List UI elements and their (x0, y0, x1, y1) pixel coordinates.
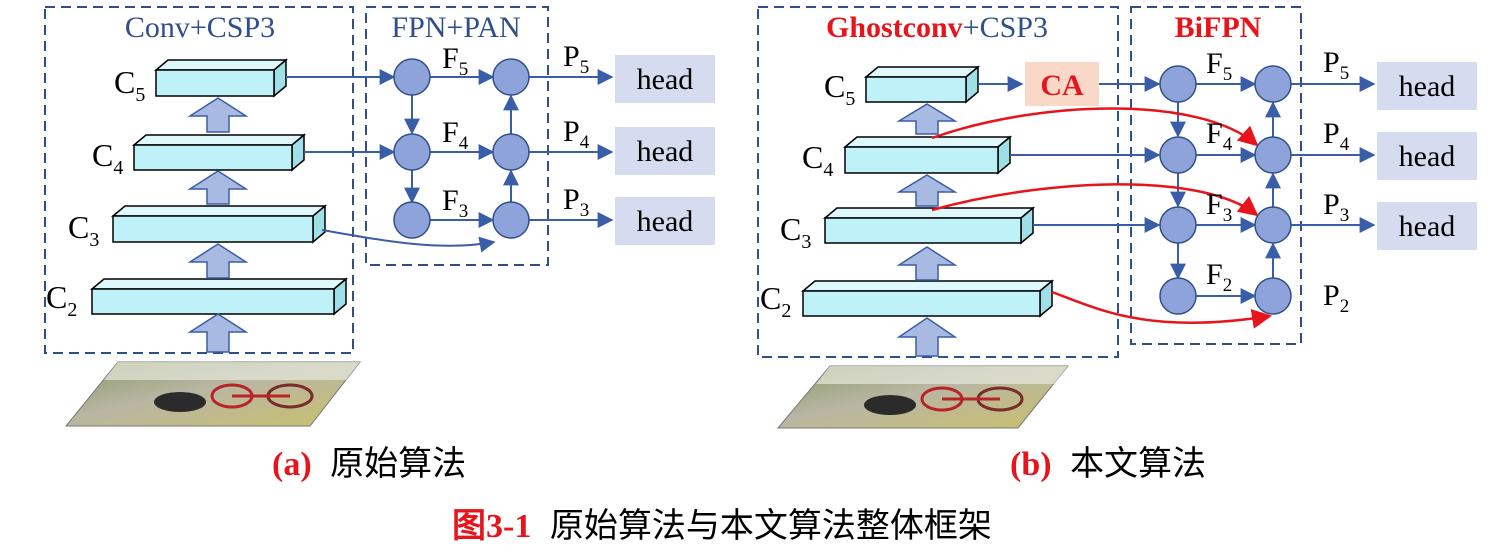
label-f5-a: F5 (442, 42, 468, 80)
head-box-p5-a: head (615, 55, 715, 103)
head-box-p5-b: head (1377, 62, 1477, 110)
architecture-diagram: Conv+CSP3 FPN+PAN C5 C4 C3 C2 (44, 6, 1477, 429)
label-p5-a: P5 (563, 40, 589, 78)
node-f3-a (393, 201, 431, 239)
skip-edge-c4-p4-b (931, 107, 1259, 147)
node-p3-b (1254, 206, 1292, 244)
edge-c3-p3-a (321, 229, 496, 253)
backbone-block-c4-b (842, 135, 1013, 175)
backbone-block-c5-a (153, 58, 289, 98)
up-arrow-a-2 (187, 243, 249, 279)
label-c4-b: C4 (802, 139, 833, 181)
label-c5-b: C5 (824, 68, 855, 110)
label-f5-b: F5 (1206, 47, 1232, 85)
up-arrow-b-2 (896, 246, 958, 281)
ca-attention-box: CA (1025, 62, 1099, 106)
label-p3-a: P3 (563, 183, 589, 221)
caption-b-text: 本文算法 (1070, 446, 1207, 483)
label-p4-a: P4 (563, 115, 590, 153)
svg-text:head: head (637, 205, 694, 238)
figure-caption: 图3-1 原始算法与本文算法整体框架 (452, 498, 992, 547)
label-p2-b: P2 (1323, 279, 1349, 317)
caption-a-id: (a) (272, 446, 312, 483)
backbone-block-c2-b (800, 279, 1055, 318)
panel-b: Ghostconv+CSP3 BiFPN C5 C4 C3 C2 (757, 6, 1477, 429)
label-f2-b: F2 (1206, 258, 1232, 296)
skip-edge-c3-p3-b (931, 183, 1259, 217)
neck-box-b (1130, 6, 1302, 345)
svg-text:head: head (637, 63, 694, 96)
skip-edge-c2-p2-b (1051, 290, 1272, 329)
node-f4-a (393, 133, 431, 171)
backbone-block-c4-a (131, 133, 307, 172)
backbone-block-c5-b (863, 65, 981, 104)
up-arrow-b-1 (896, 317, 958, 357)
label-c4-a: C4 (92, 137, 123, 179)
svg-text:head: head (1399, 70, 1456, 103)
input-image-b (776, 365, 1070, 429)
node-p5-b (1254, 65, 1292, 103)
label-p5-b: P5 (1323, 46, 1349, 84)
up-arrow-a-3 (187, 170, 249, 205)
backbone-block-c3-a (110, 204, 328, 244)
label-c5-a: C5 (114, 64, 145, 106)
label-p4-b: P4 (1323, 117, 1350, 155)
caption-b: (b) 本文算法 (1010, 436, 1206, 485)
label-c2-a: C2 (46, 279, 77, 321)
node-f2-b (1159, 277, 1197, 315)
neck-title-a: FPN+PAN (391, 11, 520, 44)
figure-caption-id: 图3-1 (452, 508, 532, 545)
node-p4-a (492, 133, 530, 171)
label-c2-b: C2 (760, 280, 791, 322)
up-arrow-a-1 (187, 313, 249, 353)
svg-text:head: head (1399, 140, 1456, 173)
head-box-p4-a: head (615, 127, 715, 175)
input-image-a (64, 361, 362, 427)
head-box-p4-b: head (1377, 132, 1477, 180)
caption-b-id: (b) (1010, 446, 1052, 483)
caption-a: (a) 原始算法 (272, 436, 466, 485)
svg-text:head: head (637, 135, 694, 168)
up-arrow-b-3 (896, 174, 958, 207)
node-f3-b (1159, 206, 1197, 244)
label-f3-b: F3 (1206, 188, 1232, 226)
head-box-p3-b: head (1377, 202, 1477, 250)
node-f4-b (1159, 136, 1197, 174)
caption-a-text: 原始算法 (330, 446, 467, 483)
label-f3-a: F3 (442, 184, 468, 222)
figure-caption-text: 原始算法与本文算法整体框架 (549, 508, 992, 545)
node-p2-b (1254, 277, 1292, 315)
panel-a: Conv+CSP3 FPN+PAN C5 C4 C3 C2 (44, 6, 715, 427)
up-arrow-a-4 (187, 97, 249, 133)
neck-box-a (365, 6, 549, 266)
svg-text:CA: CA (1040, 69, 1084, 102)
backbone-block-c3-b (822, 206, 1036, 245)
svg-text:head: head (1399, 210, 1456, 243)
label-f4-a: F4 (442, 116, 469, 154)
label-c3-b: C3 (780, 211, 811, 253)
node-f5-b (1159, 65, 1197, 103)
node-p5-a (492, 58, 530, 96)
node-p4-b (1254, 136, 1292, 174)
label-f4-b: F4 (1206, 117, 1233, 155)
backbone-box-b (757, 6, 1119, 358)
label-c3-a: C3 (68, 209, 99, 251)
neck-title-b: BiFPN (1175, 11, 1262, 44)
node-p3-a (492, 201, 530, 239)
label-p3-b: P3 (1323, 188, 1349, 226)
up-arrow-b-4 (896, 103, 958, 135)
backbone-box-a (44, 6, 354, 354)
head-box-p3-a: head (615, 197, 715, 245)
node-f5-a (393, 58, 431, 96)
backbone-block-c2-a (89, 277, 349, 316)
backbone-title-b: Ghostconv+CSP3 (826, 11, 1048, 44)
backbone-title-a: Conv+CSP3 (125, 11, 275, 44)
